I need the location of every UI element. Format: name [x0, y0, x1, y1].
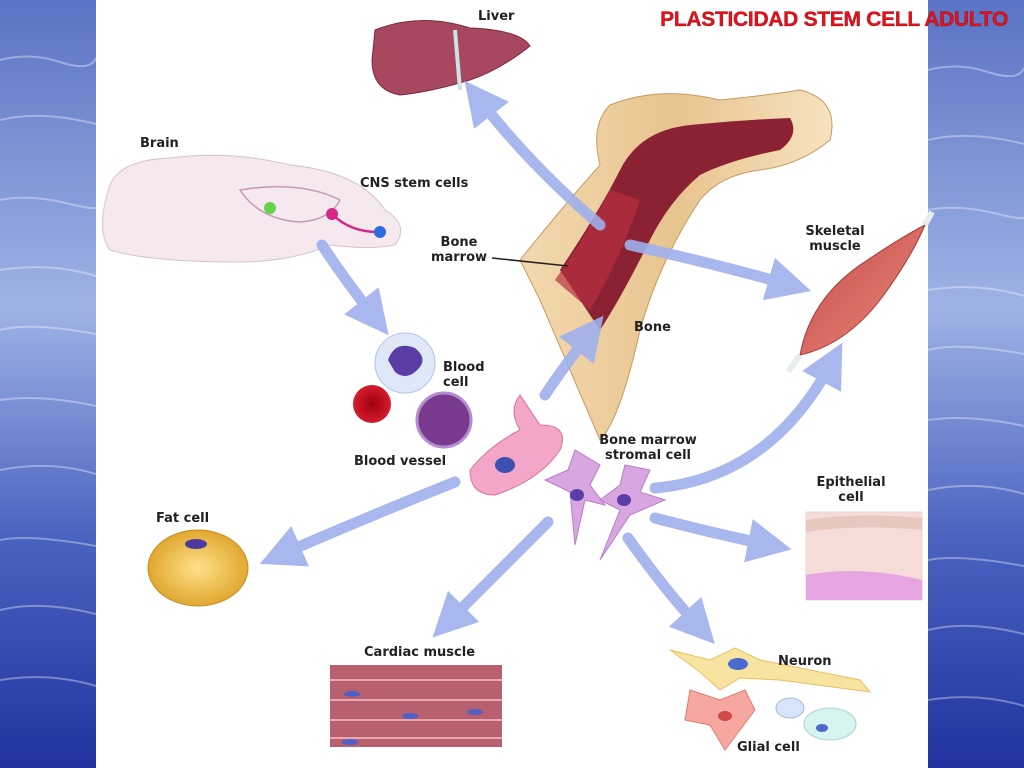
stromal-cells-illustration	[543, 449, 667, 561]
arrow-to-epithelial	[649, 512, 792, 563]
right-background-panel	[928, 0, 1024, 768]
label-bone-marrow-line1: Bone	[440, 235, 478, 250]
liver-illustration	[371, 20, 531, 96]
label-stromal-cell-line1: Bone marrow	[599, 433, 697, 448]
label-blood-cell-line1: Blood	[443, 360, 485, 375]
label-liver: Liver	[478, 9, 515, 24]
skeletal-muscle-illustration	[785, 210, 935, 374]
label-bone-marrow-line2: marrow	[430, 250, 488, 265]
label-blood-vessel: Blood vessel	[354, 454, 447, 469]
brain-illustration	[102, 154, 402, 263]
blood-cells-illustration	[353, 332, 473, 449]
label-bone: Bone	[634, 320, 671, 335]
water-texture-left	[0, 0, 96, 768]
label-cardiac-muscle: Cardiac muscle	[364, 645, 476, 660]
left-background-panel	[0, 0, 96, 768]
arrow-to-skeletal-muscle	[624, 239, 812, 301]
fat-cell-illustration	[147, 529, 249, 607]
label-stromal-cell-line2: stromal cell	[604, 448, 692, 463]
granulocyte-cell	[415, 391, 473, 449]
cns-stem-cell-blue	[374, 226, 386, 238]
cns-stem-cell-green	[264, 202, 276, 214]
label-epithelial-cell: Epithelial cell	[812, 475, 890, 505]
blood-vessel-illustration	[469, 394, 563, 496]
epithelial-cell-illustration	[805, 511, 923, 601]
arrow-brain-to-blood	[316, 239, 389, 336]
arrow-to-liver	[464, 80, 606, 231]
neuron-illustration	[669, 647, 872, 693]
red-blood-cell	[353, 385, 391, 423]
label-blood-cell: Blood cell	[443, 360, 485, 390]
label-glial-cell: Glial cell	[737, 740, 800, 755]
bone-illustration	[519, 89, 833, 441]
arrow-stromal-to-skeletal	[649, 342, 843, 494]
label-blood-cell-line2: cell	[443, 375, 469, 390]
glial-cell-illustration	[684, 689, 857, 751]
arrow-blood-vessel-to-bone	[539, 315, 604, 401]
label-bone-marrow: Bone marrow	[428, 235, 490, 265]
arrow-to-fat-cell	[259, 476, 461, 567]
water-texture-right	[928, 0, 1024, 768]
label-epithelial-cell-line2: cell	[838, 490, 864, 505]
arrow-to-neuron	[622, 532, 715, 645]
bone-marrow-pointer	[491, 257, 569, 267]
label-skeletal-muscle: Skeletal muscle	[800, 224, 870, 254]
label-skeletal-muscle-line1: Skeletal	[805, 224, 865, 239]
label-stromal-cell: Bone marrow stromal cell	[590, 433, 706, 463]
label-neuron: Neuron	[778, 654, 832, 669]
arrow-to-cardiac	[432, 516, 554, 638]
label-fat-cell: Fat cell	[156, 511, 210, 526]
label-epithelial-cell-line1: Epithelial	[816, 475, 886, 490]
label-cns-stem-cells: CNS stem cells	[360, 176, 469, 191]
label-brain: Brain	[140, 136, 179, 151]
label-skeletal-muscle-line2: muscle	[809, 239, 861, 254]
cardiac-muscle-illustration	[330, 665, 502, 747]
slide-title: PLASTICIDAD STEM CELL ADULTO	[660, 8, 1008, 31]
